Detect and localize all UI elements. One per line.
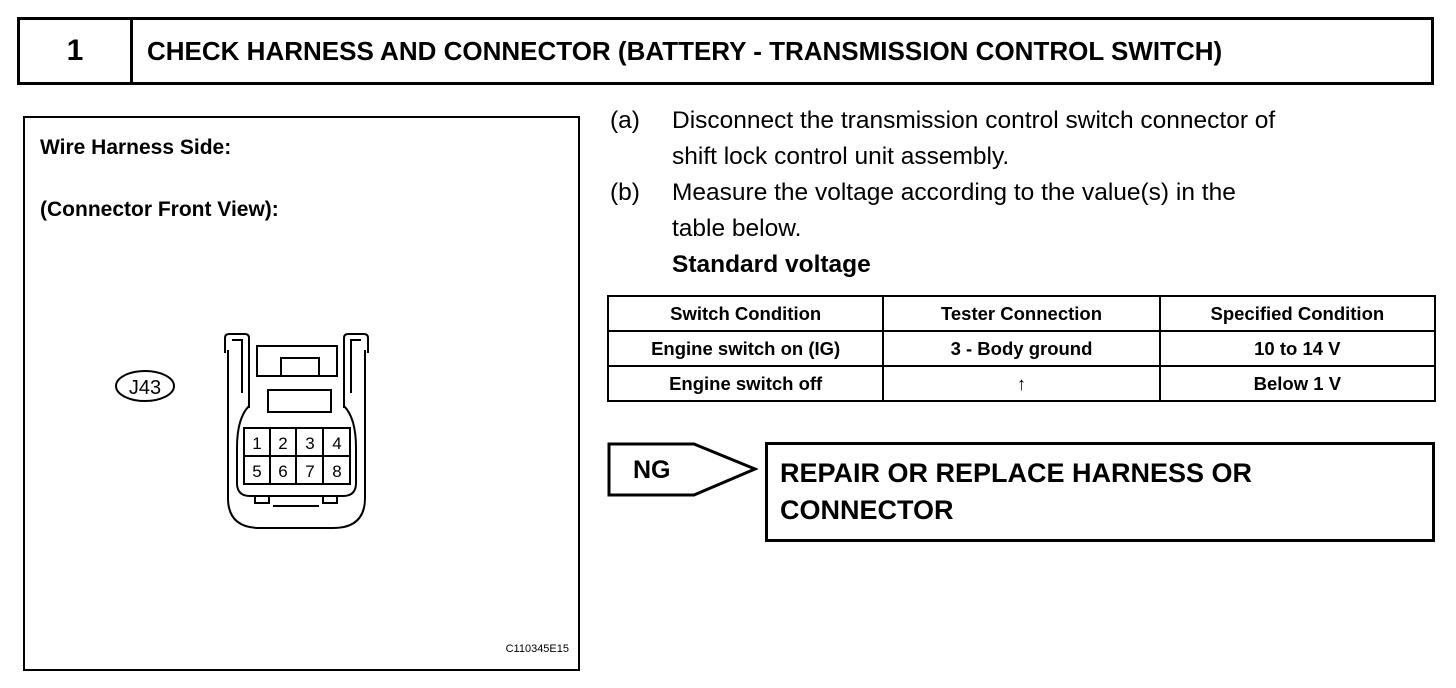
connector-drawing: J43 1 <box>115 333 369 529</box>
connector-id-ellipse <box>115 370 175 402</box>
column-header: Specified Condition <box>1158 295 1437 332</box>
table-header-row: Switch Condition Tester Connection Speci… <box>606 295 1437 332</box>
connector-id-text: J43 <box>129 377 161 399</box>
pin-number: 1 <box>252 434 261 453</box>
pin-number: 7 <box>305 462 314 481</box>
instruction-a-line-2: shift lock control unit assembly. <box>672 143 1010 170</box>
table-row: Engine switch on (IG) 3 - Body ground 10… <box>606 330 1437 367</box>
table-cell: Engine switch on (IG) <box>606 330 885 367</box>
ng-result-box: REPAIR OR REPLACE HARNESS OR CONNECTOR <box>765 442 1435 542</box>
column-header: Switch Condition <box>606 295 885 332</box>
pin-number: 6 <box>278 462 287 481</box>
table-cell: Below 1 V <box>1158 365 1437 402</box>
table-cell: 10 to 14 V <box>1158 330 1437 367</box>
step-number: 1 <box>20 20 133 82</box>
column-header: Tester Connection <box>882 295 1161 332</box>
step-header: 1 CHECK HARNESS AND CONNECTOR (BATTERY -… <box>17 17 1434 85</box>
instruction-a-line-1: Disconnect the transmission control swit… <box>672 107 1276 134</box>
instruction-letter-a: (a) <box>610 107 640 134</box>
pin-number: 3 <box>305 434 314 453</box>
connector-figure: Wire Harness Side: (Connector Front View… <box>23 116 580 671</box>
figure-code: C110345E15 <box>505 643 569 655</box>
instruction-b-line-2: table below. <box>672 215 802 242</box>
ng-label: NG <box>633 456 671 484</box>
pin-number: 4 <box>332 434 341 453</box>
result-line-1: REPAIR OR REPLACE HARNESS OR <box>780 458 1253 488</box>
wire-harness-side-label: Wire Harness Side: <box>40 136 232 159</box>
table-cell: Engine switch off <box>606 365 885 402</box>
result-line-2: CONNECTOR <box>780 495 954 525</box>
table-cell: ↑ <box>882 365 1161 402</box>
connector-front-view-label: (Connector Front View): <box>40 198 279 221</box>
pin-number: 2 <box>278 434 287 453</box>
standard-voltage-label: Standard voltage <box>672 251 871 278</box>
standard-voltage-table: Switch Condition Tester Connection Speci… <box>606 295 1437 402</box>
pin-number: 8 <box>332 462 341 481</box>
instruction-b-line-1: Measure the voltage according to the val… <box>672 179 1236 206</box>
pin-numbers: 1 2 3 4 5 6 7 8 <box>252 434 341 481</box>
ng-arrow-icon <box>607 442 758 497</box>
table-row: Engine switch off ↑ Below 1 V <box>606 365 1437 402</box>
table-cell: 3 - Body ground <box>882 330 1161 367</box>
instruction-letter-b: (b) <box>610 179 640 206</box>
step-title: CHECK HARNESS AND CONNECTOR (BATTERY - T… <box>147 35 1223 66</box>
connector-body <box>224 333 369 529</box>
pin-number: 5 <box>252 462 261 481</box>
